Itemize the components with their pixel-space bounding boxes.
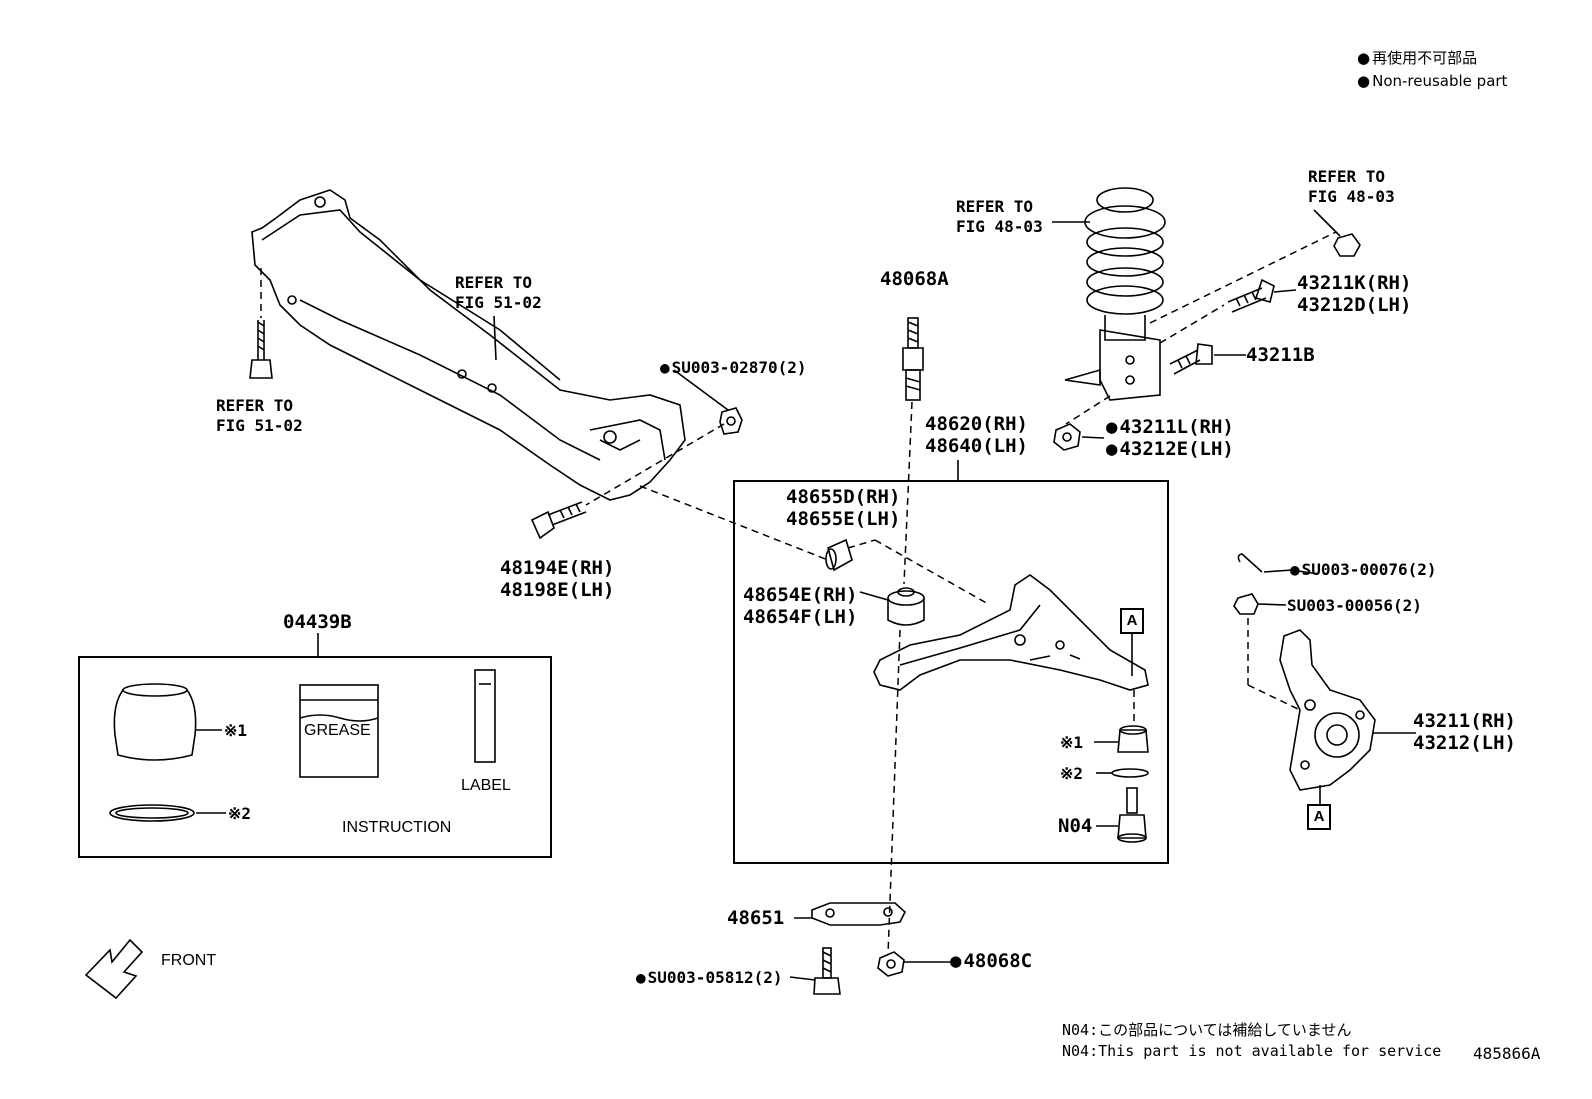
mark-1-arm-label: ※1 [1060, 733, 1084, 752]
castle-nut-drawing [1233, 593, 1259, 615]
kit-grease-drawing [299, 684, 379, 778]
nut-su003-02870-drawing [719, 407, 743, 435]
bolt-43211b-drawing [1169, 343, 1213, 375]
kit-instruction-text: INSTRUCTION [342, 819, 452, 836]
kit-grease-text: GREASE [304, 722, 371, 739]
part-48068c-label: 48068C [950, 950, 1032, 972]
kit-ring-drawing [109, 804, 195, 822]
lower-arm-assembly-box [733, 480, 1169, 864]
part-su003-00056-label: SU003-00056(2) [1287, 596, 1422, 615]
part-su003-02870-label: SU003-02870(2) [660, 358, 807, 378]
bolt-48194e-drawing [530, 501, 587, 540]
figure-id: 485866A [1473, 1044, 1541, 1063]
stud-48068a-drawing [902, 317, 924, 401]
legend-en-text: Non-reusable part [1372, 72, 1508, 90]
part-04439b-label: 04439B [283, 611, 352, 633]
part-su003-05812-label: SU003-05812(2) [636, 968, 783, 988]
ball-joint-boot-drawing [1117, 725, 1149, 753]
strut-nut-drawing [1333, 233, 1361, 257]
part-48068a-label: 48068A [880, 268, 949, 290]
legend-jp-text: 再使用不可部品 [1372, 49, 1478, 67]
plate-48651-drawing [811, 902, 906, 926]
footnote-en: N04:This part is not available for servi… [1062, 1042, 1442, 1060]
bushing-48654e-drawing [887, 587, 925, 626]
lower-arm-drawing [873, 574, 1149, 691]
strut-spring-drawing [1064, 187, 1166, 401]
nut-48068c-drawing [877, 951, 905, 977]
footnote-jp: N04:この部品については補給していません [1062, 1021, 1352, 1039]
kit-label-text: LABEL [461, 777, 511, 794]
bushing-48655d-drawing [825, 538, 853, 572]
part-43211-label: 43211(RH)43212(LH) [1413, 710, 1516, 754]
legend-en: Non-reusable part [1357, 72, 1507, 90]
front-direction-label: FRONT [161, 952, 217, 969]
part-43211b-label: 43211B [1246, 344, 1315, 366]
part-43211l-label: 43211L(RH)43212E(LH) [1106, 416, 1233, 460]
part-48654e-label: 48654E(RH)48654F(LH) [743, 584, 858, 628]
mark-2-arm-label: ※2 [1060, 764, 1084, 783]
crossmember-drawing [251, 189, 686, 501]
part-n04-label: N04 [1058, 815, 1093, 837]
part-48620-label: 48620(RH)48640(LH) [925, 413, 1028, 457]
part-43211k-label: 43211K(RH)43212D(LH) [1297, 272, 1412, 316]
part-su003-00076-label: SU003-00076(2) [1290, 560, 1437, 580]
part-48651-label: 48651 [727, 907, 785, 929]
legend-jp: 再使用不可部品 [1357, 47, 1477, 68]
part-48194e-label: 48194E(RH)48198E(LH) [500, 557, 615, 601]
kit-boot-drawing [113, 683, 197, 761]
bolt-su003-05812-drawing [813, 947, 841, 995]
bolt-43211k-drawing [1227, 278, 1275, 313]
reference-box-a-knuckle: A [1307, 804, 1331, 830]
part-48655d-label: 48655D(RH)48655E(LH) [786, 486, 901, 530]
ball-joint-kit-box [78, 656, 552, 858]
cotter-pin-drawing [1237, 553, 1263, 573]
steering-knuckle-drawing [1279, 629, 1376, 791]
kit-label-drawing [474, 669, 496, 763]
crossmember-bolt-drawing [249, 320, 273, 379]
mark-2-kit-label: ※2 [228, 804, 252, 823]
front-arrow-icon [84, 938, 144, 1000]
nut-43211l-drawing [1053, 423, 1081, 451]
mark-1-kit-label: ※1 [224, 721, 248, 740]
ball-joint-drawing [1117, 787, 1147, 843]
reference-box-a-arm: A [1120, 608, 1144, 634]
